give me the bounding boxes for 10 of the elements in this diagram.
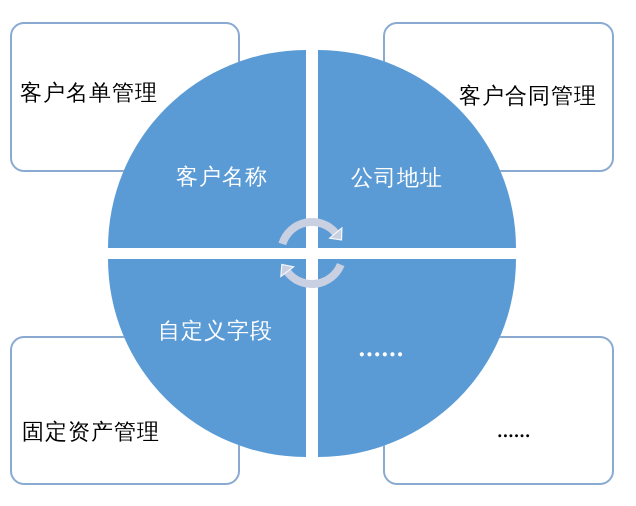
curved-arrow (280, 262, 344, 288)
card-title: 客户名单管理 (20, 82, 158, 106)
segment-label: 自定义字段 (158, 320, 273, 344)
segment-label: ...... (358, 337, 404, 362)
card-title: 固定资产管理 (22, 421, 160, 446)
curved-arrow (278, 218, 343, 246)
segment-label: 公司地址 (351, 167, 443, 192)
card-title: ...... (497, 423, 530, 441)
card-title: 客户合同管理 (459, 85, 597, 110)
segment-label: 客户名称 (176, 166, 268, 190)
